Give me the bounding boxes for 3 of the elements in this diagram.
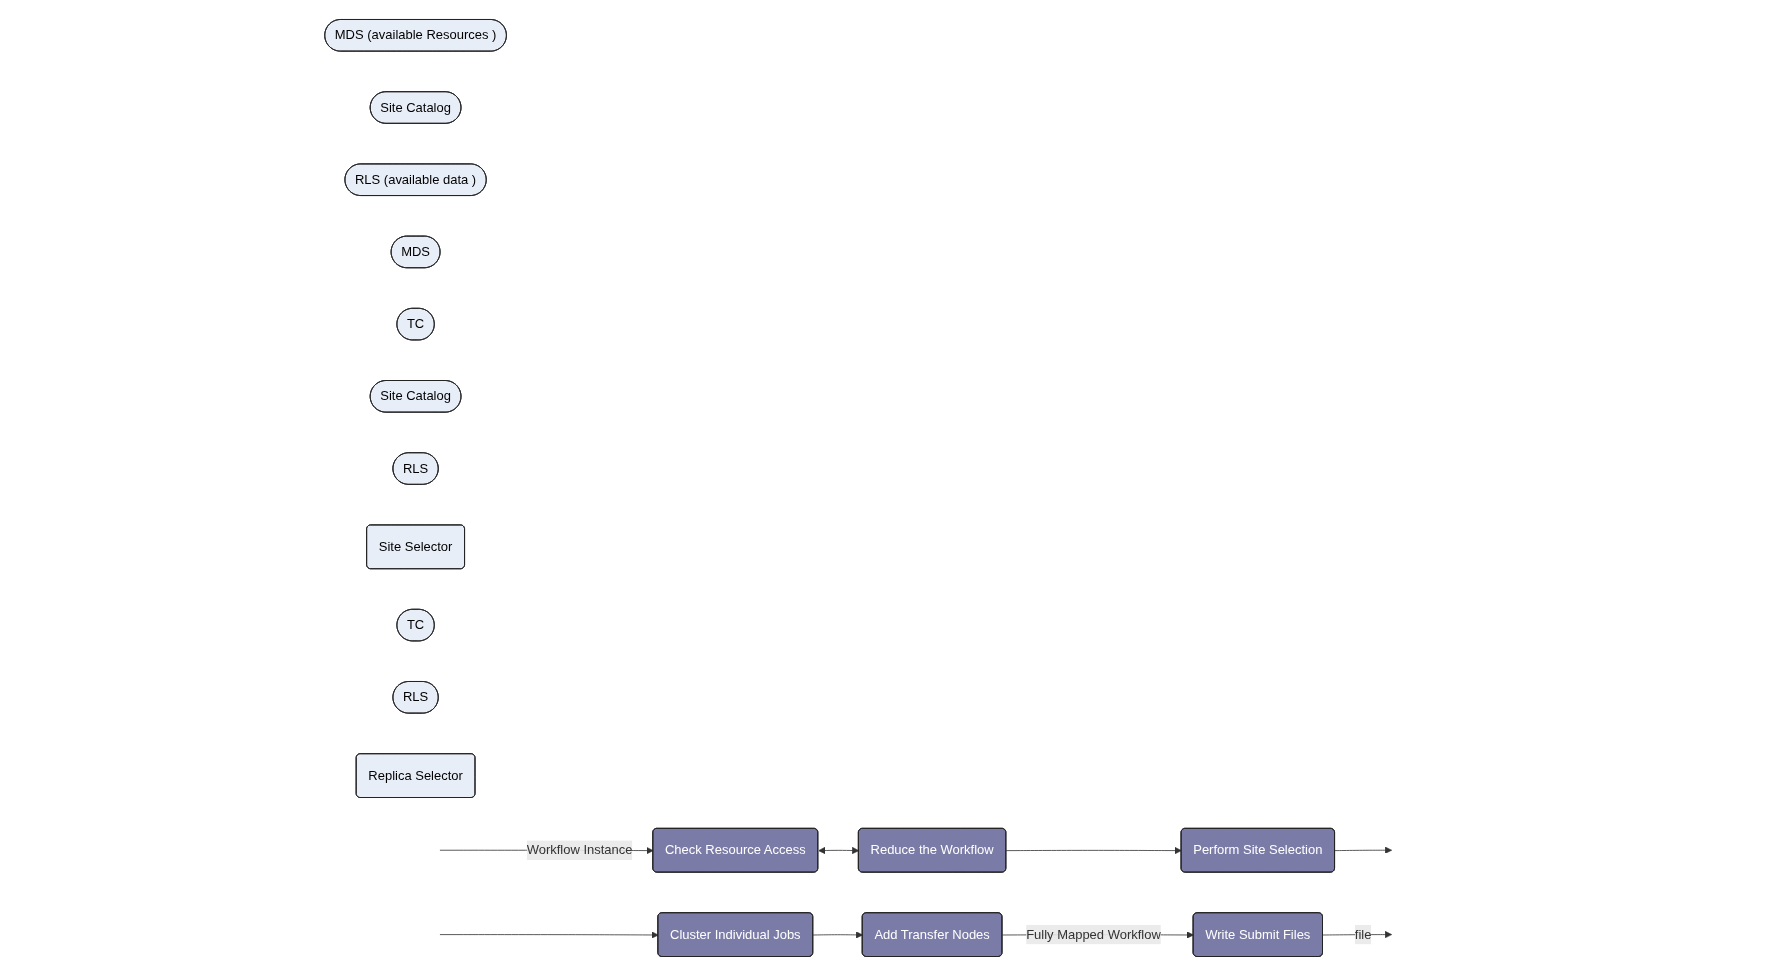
edge-label: Fully Mapped Workflow bbox=[1026, 927, 1162, 942]
edge-label: file bbox=[1355, 927, 1372, 942]
edge-label: Workflow Instance bbox=[527, 842, 633, 857]
